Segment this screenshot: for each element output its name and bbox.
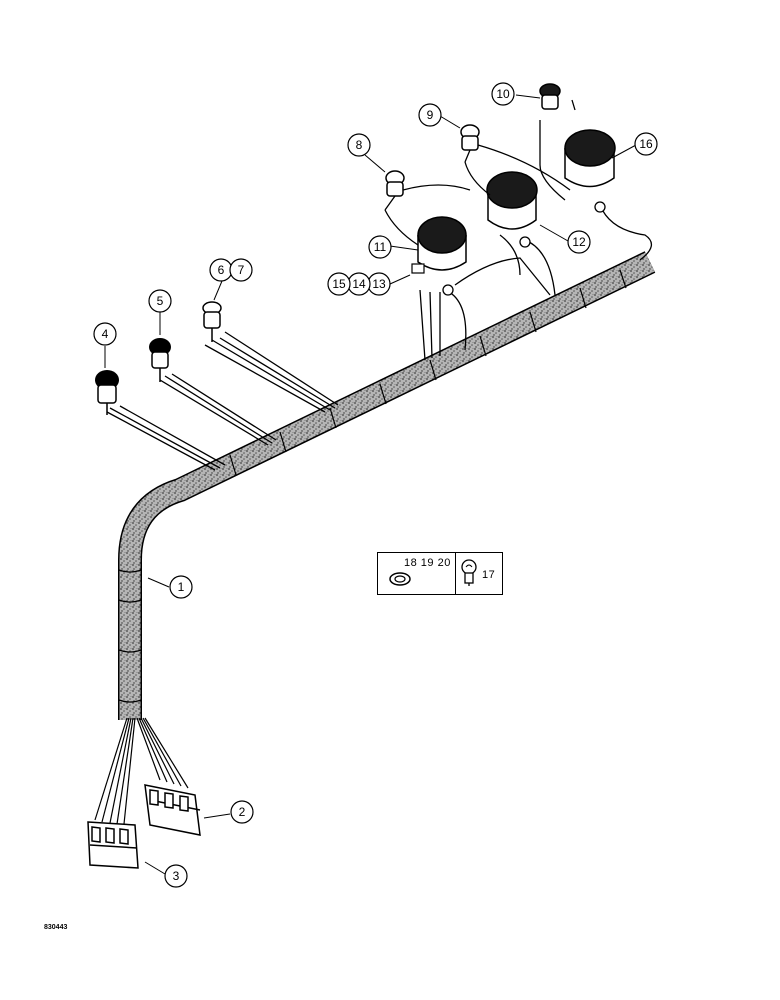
callout-16: 16 bbox=[634, 132, 658, 156]
legend-cell-washers: 18 19 20 bbox=[378, 553, 456, 594]
svg-text:5: 5 bbox=[157, 294, 164, 308]
grommet-washer-icon bbox=[389, 572, 411, 586]
parts-legend-box: 18 19 20 17 bbox=[377, 552, 503, 595]
svg-text:10: 10 bbox=[496, 87, 510, 101]
callout-15: 15 bbox=[327, 272, 351, 296]
callout-12: 12 bbox=[567, 230, 591, 254]
gauge-12 bbox=[486, 171, 538, 230]
indicator-lamp-9 bbox=[460, 124, 571, 191]
callout-3: 3 bbox=[164, 864, 188, 888]
indicator-lamp-4 bbox=[95, 370, 226, 471]
harness-breakout-wires bbox=[94, 717, 189, 825]
connector-3 bbox=[87, 821, 139, 869]
gauge-11 bbox=[411, 216, 467, 274]
svg-text:16: 16 bbox=[639, 137, 653, 151]
svg-text:15: 15 bbox=[332, 277, 346, 291]
legend-cell-bulb: 17 bbox=[456, 553, 502, 594]
gauge-wiring bbox=[384, 161, 652, 361]
legend-right-number: 17 bbox=[482, 569, 496, 581]
callout-11: 11 bbox=[368, 235, 392, 259]
connector-2 bbox=[144, 784, 201, 836]
svg-text:8: 8 bbox=[356, 138, 363, 152]
svg-text:1: 1 bbox=[178, 580, 185, 594]
callouts: 1 2 3 4 5 6 7 8 9 10 11 12 13 14 15 16 bbox=[93, 82, 658, 888]
callout-13: 13 bbox=[367, 272, 391, 296]
legend-left-numbers: 18 19 20 bbox=[404, 557, 451, 569]
indicator-lamp-6-7 bbox=[202, 301, 339, 413]
indicator-lamp-5 bbox=[149, 338, 277, 446]
svg-text:4: 4 bbox=[102, 327, 109, 341]
svg-text:2: 2 bbox=[239, 805, 246, 819]
callout-4: 4 bbox=[93, 322, 117, 346]
svg-text:9: 9 bbox=[427, 108, 434, 122]
main-harness bbox=[118, 251, 656, 720]
callout-8: 8 bbox=[347, 133, 371, 157]
leader-lines bbox=[104, 94, 637, 875]
callout-14: 14 bbox=[347, 272, 371, 296]
svg-text:11: 11 bbox=[374, 240, 387, 254]
callout-6: 6 bbox=[209, 258, 233, 282]
svg-text:13: 13 bbox=[372, 277, 386, 291]
svg-text:3: 3 bbox=[173, 869, 180, 883]
callout-1: 1 bbox=[169, 575, 193, 599]
callout-7: 7 bbox=[229, 258, 253, 282]
lamp-bulb-icon bbox=[461, 559, 477, 586]
callout-10: 10 bbox=[491, 82, 515, 106]
callout-9: 9 bbox=[418, 103, 442, 127]
svg-text:14: 14 bbox=[352, 277, 366, 291]
indicator-lamp-8 bbox=[384, 170, 471, 211]
svg-text:7: 7 bbox=[238, 263, 245, 277]
callout-2: 2 bbox=[230, 800, 254, 824]
gauge-16 bbox=[564, 129, 616, 188]
figure-id: 830443 bbox=[44, 924, 68, 931]
svg-text:6: 6 bbox=[218, 263, 225, 277]
svg-text:12: 12 bbox=[572, 235, 586, 249]
indicator-lamp-10 bbox=[539, 83, 576, 201]
callout-5: 5 bbox=[148, 289, 172, 313]
